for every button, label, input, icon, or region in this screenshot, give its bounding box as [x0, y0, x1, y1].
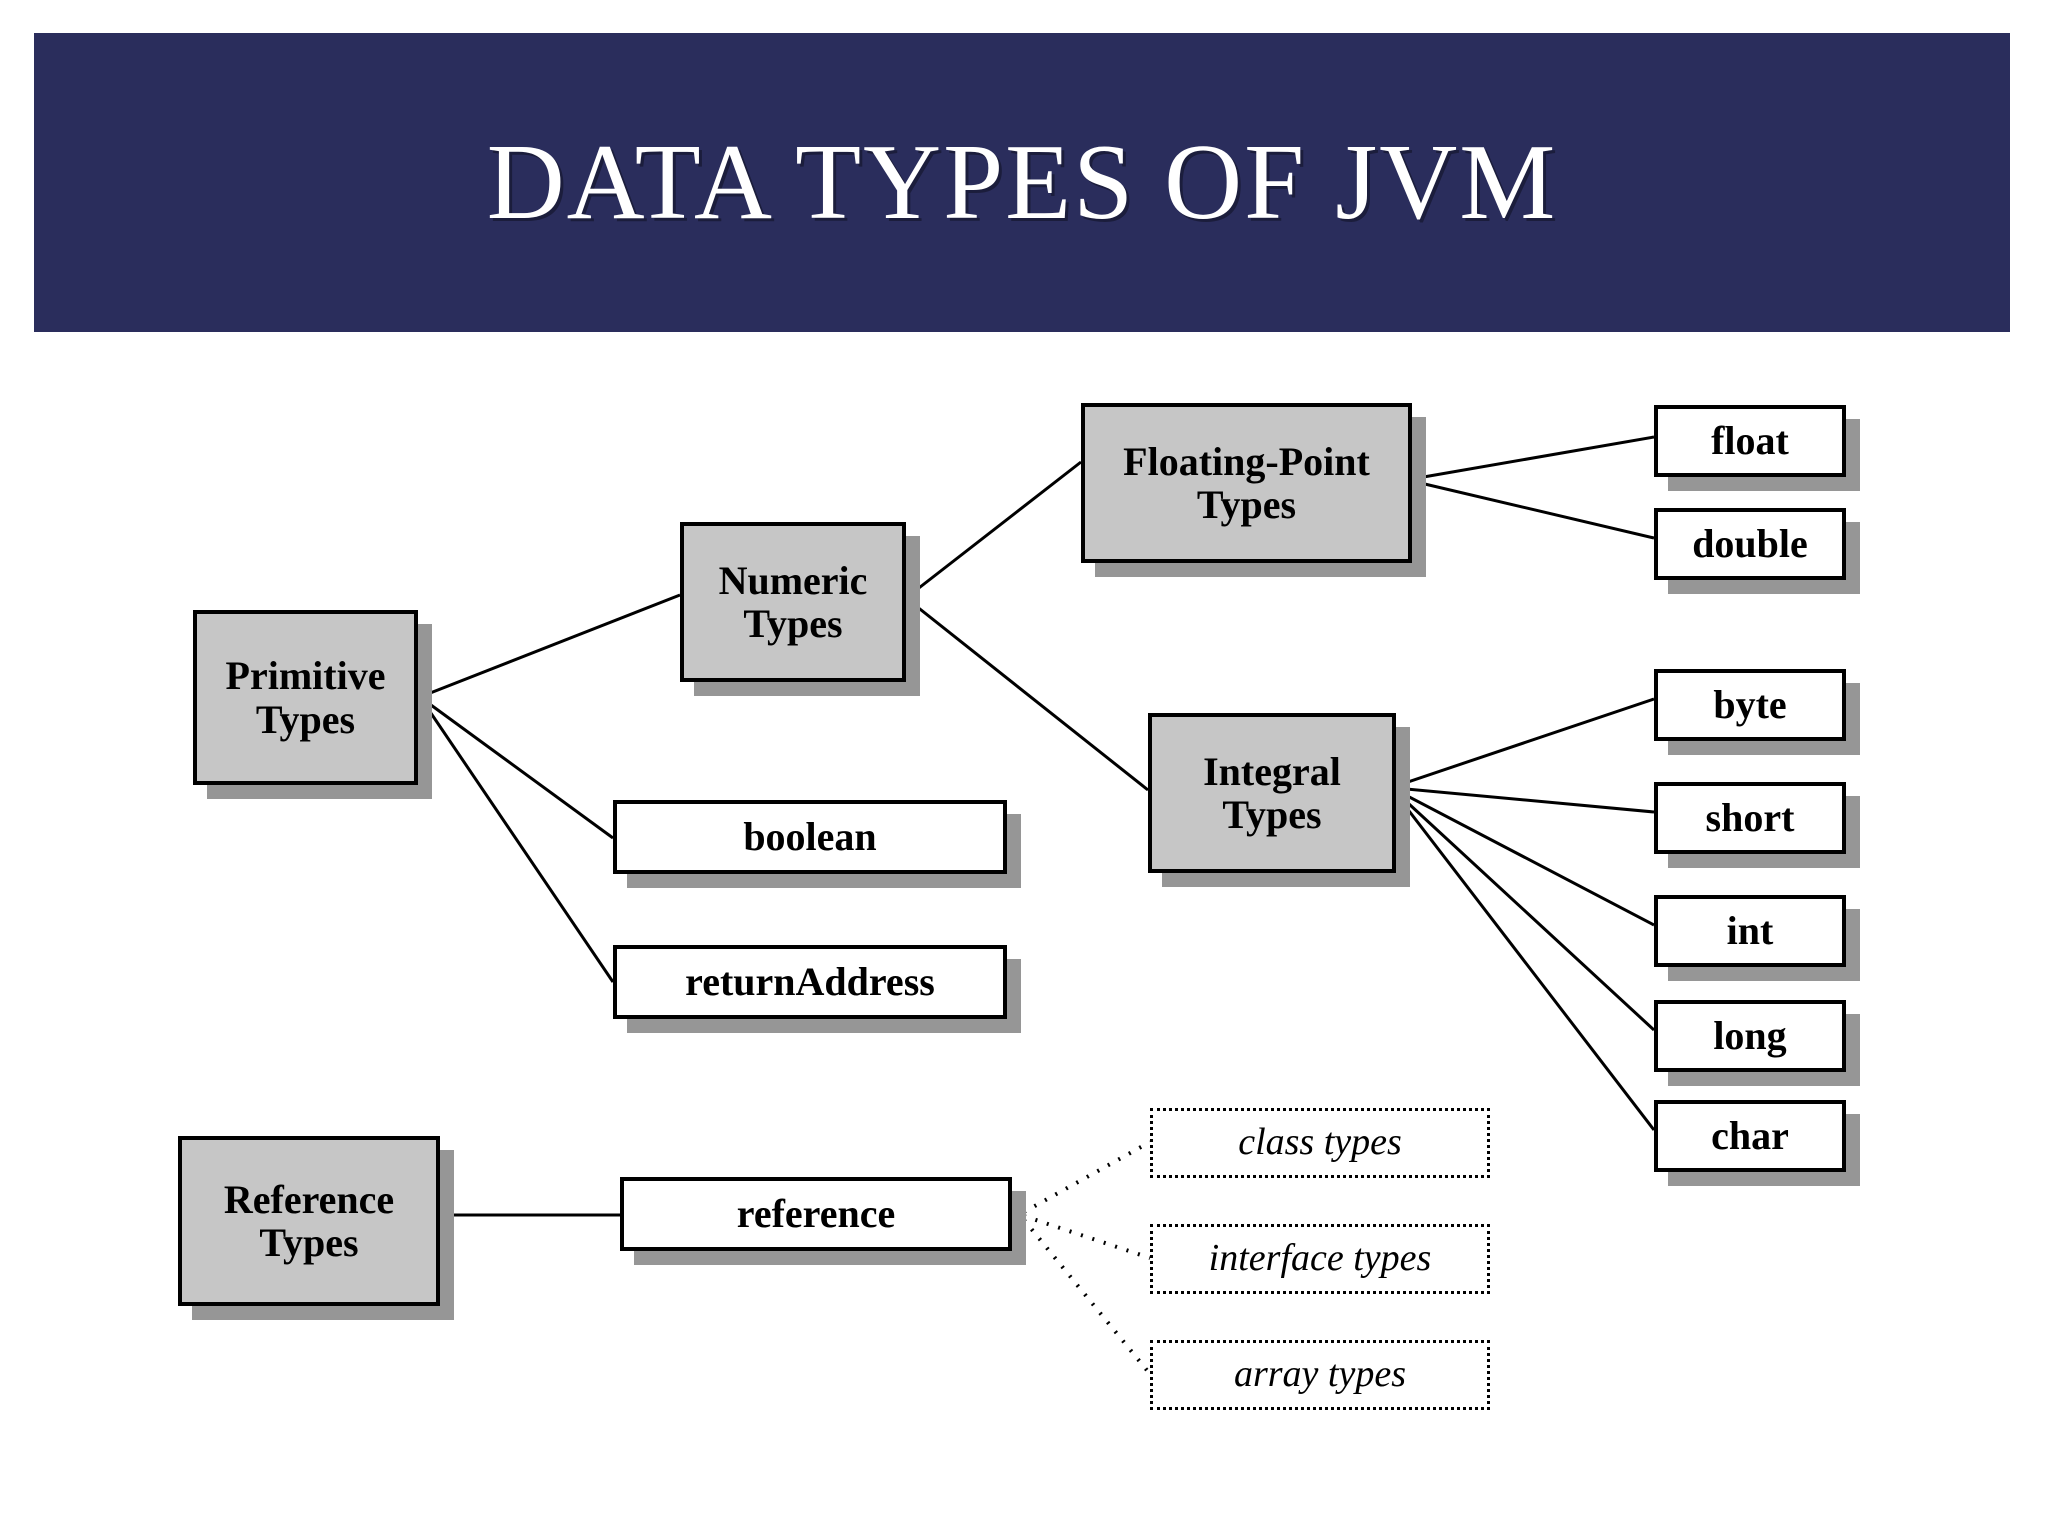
node-label-line1: byte [1713, 682, 1787, 728]
node-label-reference: reference [737, 1192, 895, 1235]
node-label-line1: long [1713, 1013, 1787, 1059]
node-label-float: float [1711, 419, 1789, 462]
edge-numeric-to-integral [905, 596, 1149, 792]
node-label-line1: reference [736, 1191, 896, 1237]
node-float[interactable]: float [1654, 405, 1846, 477]
node-label-line1: Reference [223, 1176, 395, 1222]
title-banner: DATA TYPES OF JVM [34, 33, 2010, 332]
edge-integral-to-short [1395, 786, 1655, 814]
node-label-array-types: array types [1234, 1354, 1406, 1395]
node-double[interactable]: double [1654, 508, 1846, 580]
edge-primitive-to-numeric [419, 593, 681, 699]
node-label-line2: Types [1196, 482, 1297, 527]
node-short[interactable]: short [1654, 782, 1846, 854]
node-reference[interactable]: reference [620, 1177, 1012, 1251]
edge-reference-to-interface-types [1023, 1214, 1151, 1260]
node-label-line1: Numeric [718, 557, 868, 603]
node-label-line1: returnAddress [685, 959, 935, 1005]
edge-integral-to-long [1394, 790, 1656, 1032]
edge-numeric-to-floating-point [905, 460, 1082, 600]
node-char[interactable]: char [1654, 1100, 1846, 1172]
node-label-line2: Types [1222, 792, 1322, 837]
node-label-line1: Floating-Point [1123, 438, 1370, 484]
edge-primitive-to-returnaddress [418, 696, 615, 983]
node-label-line1: int [1726, 908, 1774, 954]
node-byte[interactable]: byte [1654, 669, 1846, 741]
edge-floating-point-to-float [1411, 435, 1655, 481]
edge-reference-to-class-types [1023, 1140, 1151, 1214]
node-label-long: long [1713, 1014, 1786, 1057]
node-label-short: short [1706, 796, 1795, 839]
edge-integral-to-char [1394, 793, 1656, 1131]
edge-integral-to-byte [1395, 697, 1655, 788]
node-boolean[interactable]: boolean [613, 800, 1007, 874]
edge-primitive-to-boolean [419, 695, 614, 840]
edge-integral-to-int [1395, 788, 1655, 927]
node-label-char: char [1711, 1114, 1789, 1157]
edge-floating-point-to-double [1411, 479, 1655, 540]
edge-reference-to-array-types [1022, 1218, 1152, 1376]
node-label-line1: interface types [1208, 1237, 1432, 1280]
node-label-line1: Primitive [225, 653, 386, 699]
node-label-line1: short [1705, 795, 1795, 841]
node-label-line2: Types [743, 601, 843, 646]
node-long[interactable]: long [1654, 1000, 1846, 1072]
node-label-line1: class types [1238, 1121, 1402, 1164]
node-interface-types[interactable]: interface types [1150, 1224, 1490, 1294]
node-int[interactable]: int [1654, 895, 1846, 967]
node-label-line1: boolean [743, 814, 877, 860]
node-returnaddress[interactable]: returnAddress [613, 945, 1007, 1019]
node-label-boolean: boolean [743, 815, 876, 858]
node-label-interface-types: interface types [1209, 1238, 1432, 1279]
node-label-class-types: class types [1238, 1122, 1402, 1163]
node-label-line1: float [1711, 418, 1789, 464]
node-label-line1: array types [1233, 1353, 1407, 1396]
node-label-line2: Types [259, 1220, 359, 1265]
node-label-line1: double [1692, 521, 1808, 567]
node-array-types[interactable]: array types [1150, 1340, 1490, 1410]
node-label-int: int [1727, 909, 1774, 952]
node-label-byte: byte [1713, 683, 1786, 726]
node-label-line1: char [1711, 1113, 1789, 1159]
node-class-types[interactable]: class types [1150, 1108, 1490, 1178]
node-label-double: double [1692, 522, 1808, 565]
page-title: DATA TYPES OF JVM [486, 122, 1558, 242]
node-label-returnaddress: returnAddress [685, 960, 935, 1003]
node-label-line2: Types [255, 696, 356, 742]
node-label-line1: Integral [1203, 748, 1341, 794]
